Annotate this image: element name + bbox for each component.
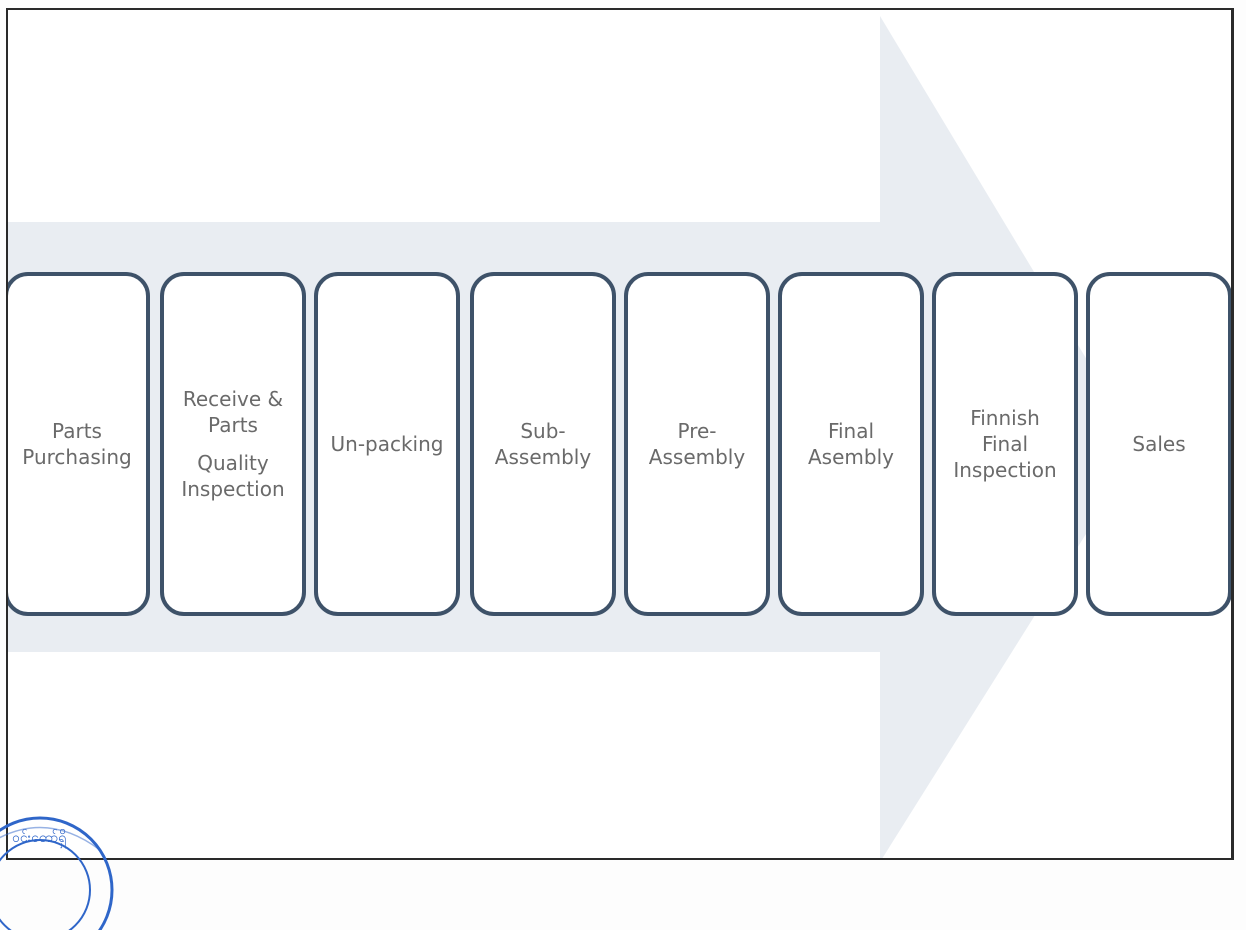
step-8-line-1: Sales: [1132, 432, 1186, 456]
step-receive-quality-inspection: Receive & Parts Quality Inspection: [160, 272, 306, 616]
svg-text:ဝင်းတော်ရှိ: ဝင်းတော်ရှိ: [12, 830, 66, 848]
step-finish-final-inspection: Finnish Final Inspection: [932, 272, 1078, 616]
step-final-assembly: Final Asembly: [778, 272, 924, 616]
step-7-line-2: Final: [981, 432, 1029, 456]
step-sub-assembly: Sub- Assembly: [470, 272, 616, 616]
step-6-line-1: Final: [827, 419, 875, 443]
step-parts-purchasing: Parts Purchasing: [8, 272, 150, 616]
step-4-line-1: Sub-: [520, 419, 566, 443]
step-5-line-1: Pre-: [677, 419, 717, 443]
step-pre-assembly: Pre- Assembly: [624, 272, 770, 616]
step-1-line-2: Purchasing: [22, 445, 132, 469]
step-1-line-1: Parts: [52, 419, 102, 443]
step-2-line-3: Quality: [197, 451, 269, 475]
step-7-line-3: Inspection: [953, 458, 1057, 482]
step-3-line-1: Un-packing: [330, 432, 444, 456]
step-6-line-2: Asembly: [808, 445, 894, 469]
official-seal-stamp: ဝင်းတော်ရှိ: [0, 816, 114, 930]
step-sales: Sales: [1086, 272, 1231, 616]
step-4-line-2: Assembly: [494, 445, 592, 469]
slide-frame: Parts Purchasing Receive & Parts Quality…: [6, 8, 1234, 860]
step-2-line-4: Inspection: [181, 477, 285, 501]
step-2-line-2: Parts: [208, 413, 258, 437]
step-un-packing: Un-packing: [314, 272, 460, 616]
step-5-line-2: Assembly: [648, 445, 746, 469]
step-2-line-1: Receive &: [182, 387, 284, 411]
step-7-line-1: Finnish: [970, 406, 1040, 430]
